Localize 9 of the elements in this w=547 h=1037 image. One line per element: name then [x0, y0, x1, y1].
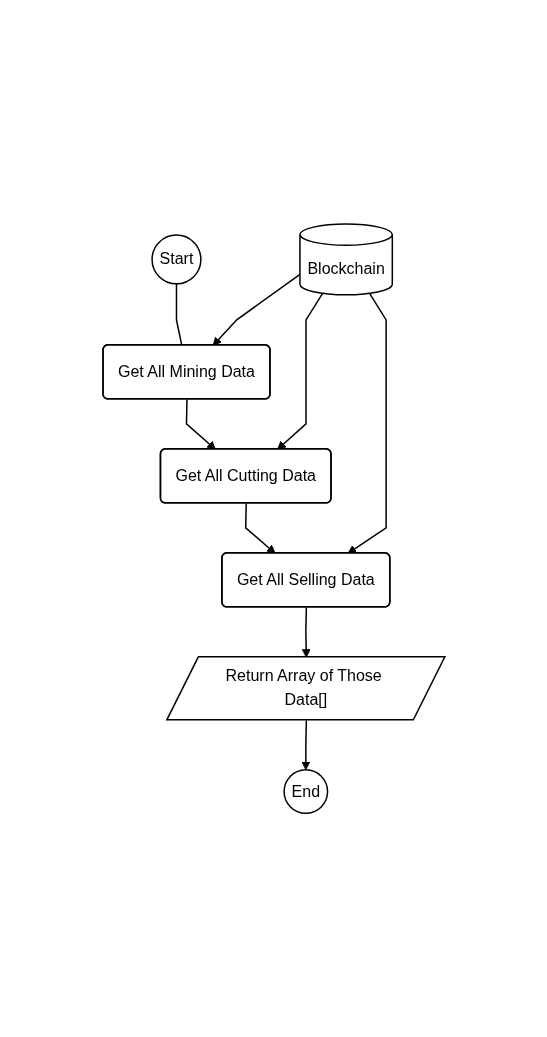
arrow — [347, 292, 387, 554]
node-circle: End — [282, 768, 328, 814]
connector — [175, 282, 183, 346]
arrow — [301, 719, 310, 771]
arrow — [212, 273, 301, 346]
arrow — [276, 292, 323, 450]
arrow — [244, 502, 276, 554]
arrow — [185, 398, 216, 450]
node-circle: Start — [150, 234, 202, 285]
